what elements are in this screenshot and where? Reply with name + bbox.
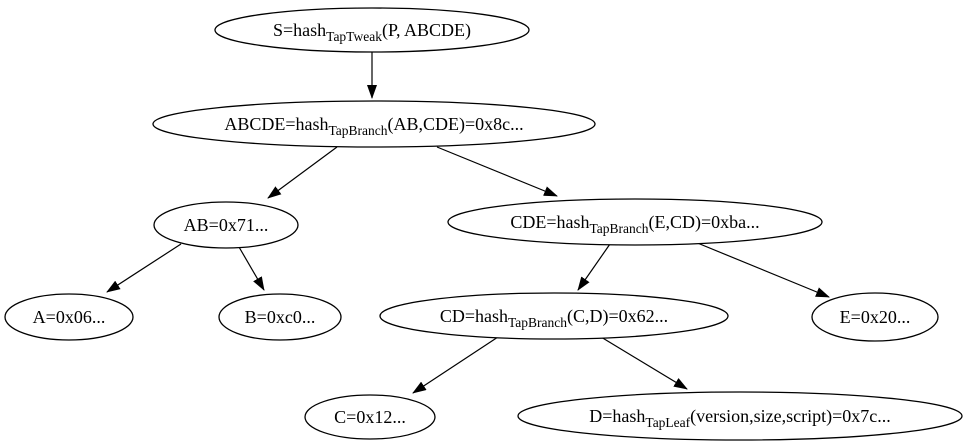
node-CDE: CDE=hashTapBranch(E,CD)=0xba...: [447, 198, 823, 246]
node-ABCDE: ABCDE=hashTapBranch(AB,CDE)=0x8c...: [152, 100, 596, 148]
edge-CD-D: [600, 336, 688, 390]
node-C-label: C=0x12...: [334, 407, 406, 427]
node-E: E=0x20...: [811, 292, 939, 342]
edge-ABCDE-AB: [267, 146, 338, 199]
edge-AB-A: [106, 243, 182, 293]
node-CDE-ellipse: [447, 198, 823, 246]
edge-ABCDE-CDE: [436, 146, 558, 197]
node-E-ellipse: [811, 292, 939, 342]
node-S: S=hashTapTweak(P, ABCDE): [214, 7, 530, 53]
node-CD-ellipse: [379, 292, 729, 340]
node-E-label: E=0x20...: [840, 307, 911, 327]
node-C: C=0x12...: [304, 394, 436, 440]
edge-CDE-CD: [577, 243, 611, 291]
node-CD-label: CD=hashTapBranch(C,D)=0x62...: [440, 306, 668, 330]
node-C-ellipse: [304, 394, 436, 440]
node-A-ellipse: [4, 293, 134, 341]
node-D-label: D=hashTapLeaf(version,size,script)=0x7c.…: [589, 406, 891, 430]
node-S-label: S=hashTapTweak(P, ABCDE): [273, 20, 471, 44]
node-B-label: B=0xc0...: [245, 307, 316, 327]
node-AB-label: AB=0x71...: [184, 215, 269, 235]
nodes-layer: S=hashTapTweak(P, ABCDE) ABCDE=hashTapBra…: [4, 7, 963, 441]
node-A: A=0x06...: [4, 293, 134, 341]
node-D: D=hashTapLeaf(version,size,script)=0x7c.…: [517, 391, 963, 441]
node-CDE-label: CDE=hashTapBranch(E,CD)=0xba...: [510, 212, 759, 236]
node-CD: CD=hashTapBranch(C,D)=0x62...: [379, 292, 729, 340]
edge-CD-C: [412, 336, 499, 394]
edge-CDE-E: [694, 241, 830, 298]
node-B: B=0xc0...: [218, 293, 342, 341]
node-S-ellipse: [214, 7, 530, 53]
edges-layer: [106, 52, 830, 394]
node-ABCDE-label: ABCDE=hashTapBranch(AB,CDE)=0x8c...: [224, 114, 523, 138]
node-B-ellipse: [218, 293, 342, 341]
edge-AB-B: [238, 246, 265, 291]
node-A-label: A=0x06...: [33, 307, 106, 327]
node-AB: AB=0x71...: [153, 201, 299, 249]
node-ABCDE-ellipse: [152, 100, 596, 148]
node-D-ellipse: [517, 391, 963, 441]
node-AB-ellipse: [153, 201, 299, 249]
